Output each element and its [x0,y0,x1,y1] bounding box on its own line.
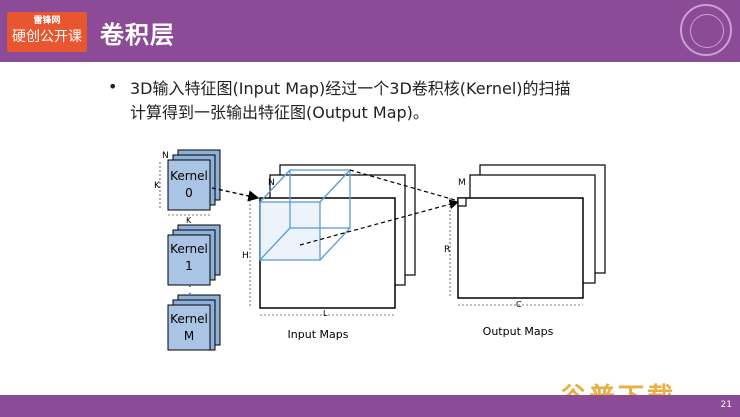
kernel-m-stack: Kernel M [167,294,221,351]
body-text: 3D输入特征图(Input Map)经过一个3D卷积核(Kernel)的扫描 计… [130,77,690,125]
page-number: 21 [720,400,732,410]
logo: 雷锋网 硬创公开课 [7,12,87,52]
footer-bar: 21 [0,395,740,417]
output-maps-stack [457,164,606,299]
logo-line2: 硬创公开课 [12,29,82,45]
label-r: R [444,245,450,255]
header-bar: 雷锋网 硬创公开课 卷积层 [0,0,740,62]
label-n-kernel: N [162,151,169,161]
kernel-1-stack: Kernel 1 [167,224,221,286]
bullet-icon: • [108,77,118,96]
input-maps-caption: Input Maps [288,328,349,341]
convolution-diagram: Kernel 0 N K K Kernel 1 · · Kernel M [154,149,606,351]
body-line1: 3D输入特征图(Input Map)经过一个3D卷积核(Kernel)的扫描 [130,79,571,98]
kernel-0-stack: Kernel 0 [167,149,221,211]
kernel-cube [259,169,351,261]
label-n-input: N [268,178,275,188]
dots-1: · [188,282,191,293]
label-h: H [242,251,249,261]
kernel-1-index: 1 [185,259,193,273]
kernel-1-label: Kernel [170,242,208,256]
kernel-0-index: 0 [185,186,193,200]
output-maps-caption: Output Maps [483,325,554,338]
kernel-0-label: Kernel [170,169,208,183]
body-line2: 计算得到一张输出特征图(Output Map)。 [130,103,429,122]
label-k-left: K [154,181,161,191]
logo-line1: 雷锋网 [33,16,61,26]
label-l: L [323,309,328,318]
label-m: M [458,178,466,188]
kernel-m-index: M [184,329,194,343]
university-seal-icon [680,4,732,56]
label-k-bottom: K [186,216,192,225]
kernel-m-label: Kernel [170,312,208,326]
slide-title: 卷积层 [100,21,175,49]
label-c: C [516,300,522,309]
